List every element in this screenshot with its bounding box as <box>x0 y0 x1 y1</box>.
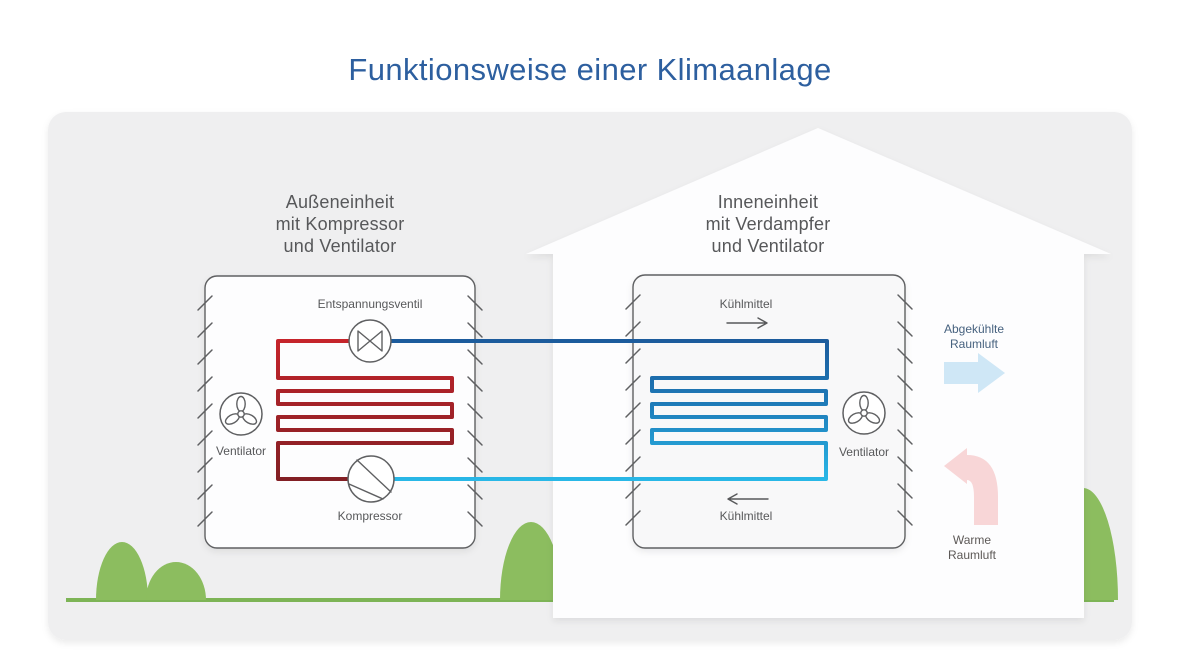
outdoor-fan-icon <box>219 392 263 436</box>
coolant-flow-right-arrow <box>726 317 768 329</box>
indoor-fan-icon <box>842 391 886 435</box>
outdoor-unit-heading: Außeneinheit mit Kompressor und Ventilat… <box>276 192 405 256</box>
indoor-fan-label: Ventilator <box>839 445 889 459</box>
outdoor-fan-label: Ventilator <box>216 444 266 458</box>
bush-left-small <box>146 562 206 600</box>
cooled-air-label-line1: Abgekühlte <box>944 322 1004 336</box>
compressor-icon <box>347 455 395 503</box>
coolant-bottom-label: Kühlmittel <box>720 509 773 523</box>
cooled-air-label-line2: Raumluft <box>950 337 999 351</box>
bush-left-tall <box>96 542 148 600</box>
coolant-top-label: Kühlmittel <box>720 297 773 311</box>
warm-air-arrow <box>944 448 998 525</box>
outdoor-fin-hatches-left <box>197 295 213 527</box>
refrigerant-pipe-outdoor <box>276 339 454 481</box>
compressor-label: Kompressor <box>338 509 403 523</box>
indoor-unit-heading: Inneneinheit mit Verdampfer und Ventilat… <box>706 192 831 256</box>
expansion-valve-label: Entspannungsventil <box>318 297 423 311</box>
outdoor-fin-hatches-right <box>467 295 483 527</box>
indoor-heading-line3: und Ventilator <box>712 236 825 256</box>
coolant-flow-left-arrow <box>727 493 769 505</box>
outdoor-heading-line2: mit Kompressor <box>276 214 405 234</box>
indoor-heading-line1: Inneneinheit <box>718 192 819 212</box>
outdoor-heading-line3: und Ventilator <box>284 236 397 256</box>
warm-air-annotation: Warme Raumluft <box>944 448 998 562</box>
expansion-valve-icon <box>348 319 392 363</box>
cooled-air-annotation: Abgekühlte Raumluft <box>944 322 1005 393</box>
cooled-air-arrow <box>944 353 1005 393</box>
indoor-heading-line2: mit Verdampfer <box>706 214 831 234</box>
page-title: Funktionsweise einer Klimaanlage <box>348 52 831 87</box>
indoor-fin-hatches-right <box>897 294 913 526</box>
indoor-fin-hatches-left <box>625 294 641 526</box>
refrigerant-pipe-indoor <box>391 339 829 481</box>
bush-mid <box>500 522 562 600</box>
outdoor-heading-line1: Außeneinheit <box>286 192 394 212</box>
warm-air-label-line1: Warme <box>953 533 992 547</box>
warm-air-label-line2: Raumluft <box>948 548 997 562</box>
